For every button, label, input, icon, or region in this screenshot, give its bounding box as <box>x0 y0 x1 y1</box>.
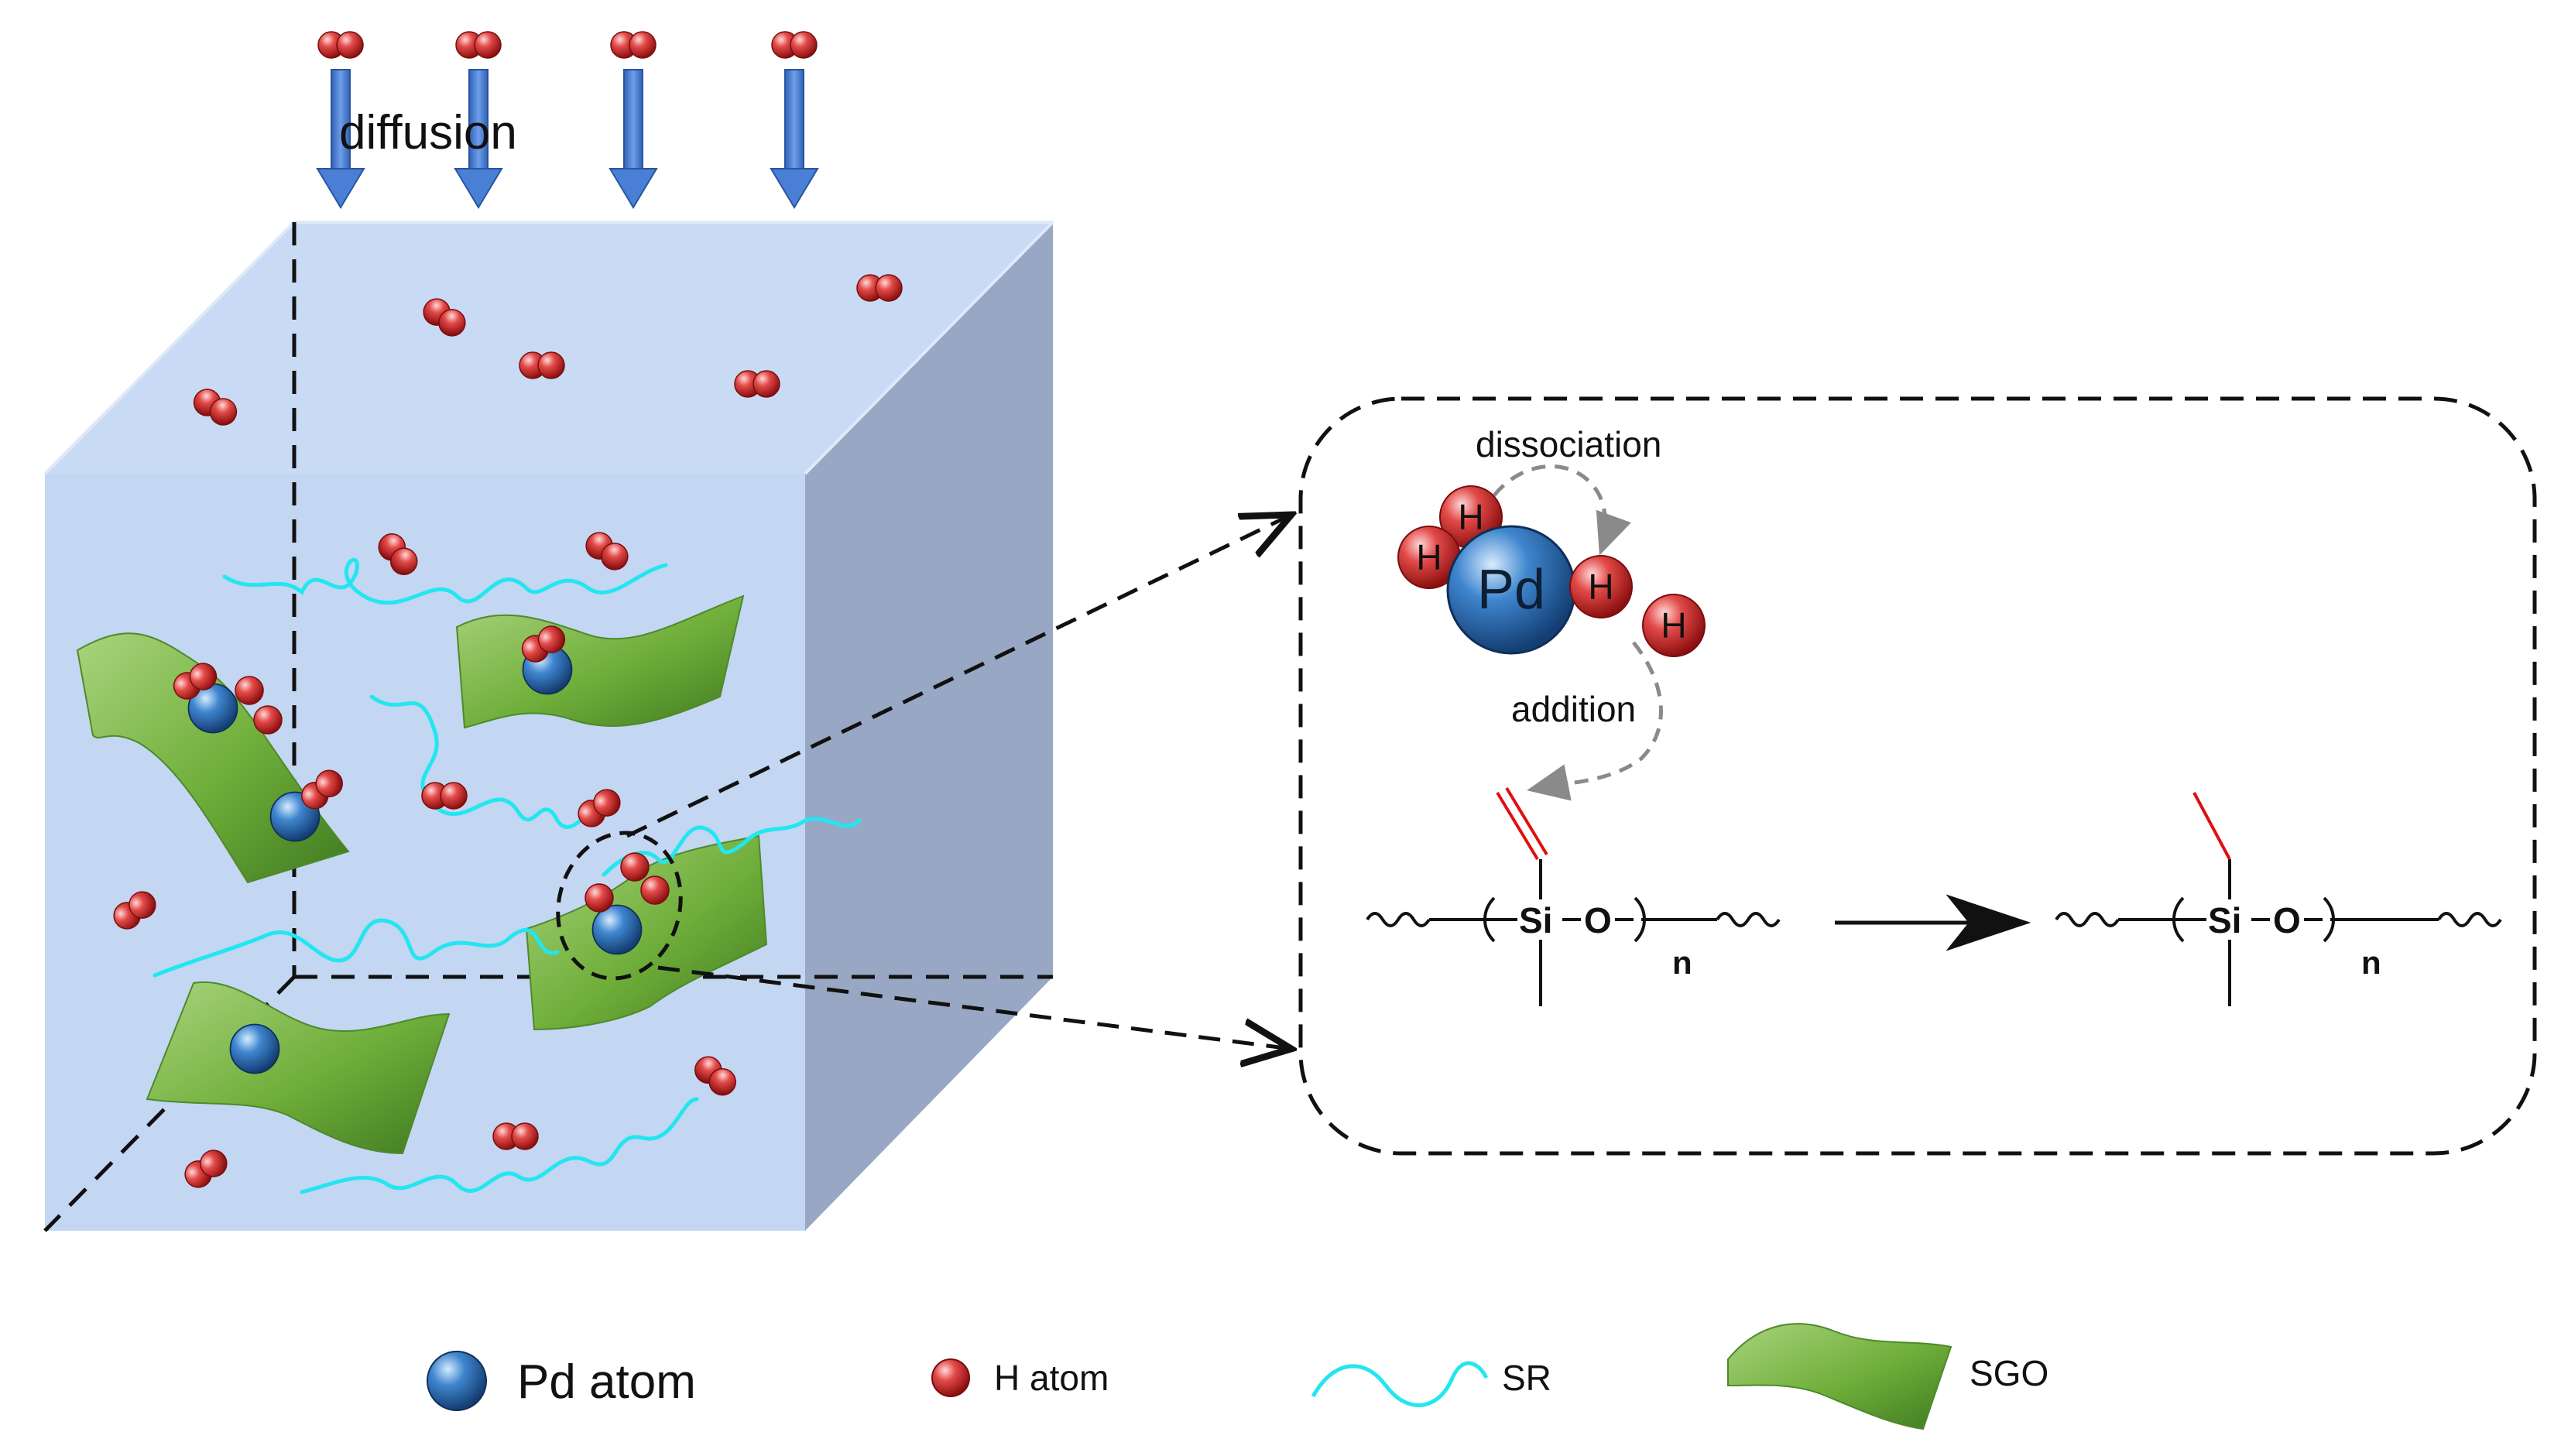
legend-label: SGO <box>1970 1353 2048 1393</box>
legend-item-sgo: SGO <box>1727 1323 2048 1430</box>
o-label: O <box>2273 900 2301 940</box>
n-label: n <box>1672 944 1692 981</box>
leader-line-bottom <box>657 965 1291 1049</box>
zoom-callout <box>556 515 1291 1049</box>
sr-chain <box>300 1097 699 1194</box>
cube-top-face <box>45 222 1053 474</box>
diffusion-label: diffusion <box>339 106 517 159</box>
ethyl-bond <box>2192 792 2231 860</box>
sr-chain-icon <box>1311 1361 1489 1407</box>
pd-atom-icon <box>427 1351 487 1411</box>
o-label: O <box>1584 900 1612 940</box>
sr-chains <box>153 557 862 1194</box>
reaction-detail-box: H H Pd H H dissociation addition Si O n <box>1298 396 2537 1156</box>
si-label: Si <box>1519 900 1552 940</box>
sr-chain <box>153 918 560 978</box>
legend-label: SR <box>1502 1358 1551 1398</box>
sr-chain <box>222 557 668 605</box>
h-atom <box>1642 594 1706 657</box>
diffusion-arrow <box>609 31 658 209</box>
dissociation-arrow <box>1493 464 1631 556</box>
cube-front-edge <box>804 221 1054 475</box>
sgo-sheets <box>76 594 768 1155</box>
diffusion-arrows: diffusion <box>316 31 819 209</box>
vinyl-bond <box>1505 786 1548 856</box>
pd-atom <box>591 904 643 955</box>
addition-label: addition <box>1511 689 1636 729</box>
diffusion-arrow <box>770 31 819 209</box>
h-label: H <box>1661 605 1686 646</box>
addition-arrow <box>1527 641 1663 801</box>
legend-item-pd: Pd atom <box>427 1351 696 1411</box>
pd-hydrogen-cluster: H H Pd H H <box>1397 485 1706 657</box>
legend: Pd atom H atom SR SGO <box>427 1323 2048 1430</box>
hydrogenated-siloxane-structure: Si O n <box>2055 792 2502 1006</box>
sgo-sheet-icon <box>1727 1323 1952 1430</box>
chain-squiggle <box>1716 912 1781 927</box>
si-label: Si <box>2208 900 2241 940</box>
h-label: H <box>1416 537 1442 577</box>
h-atom-icon <box>931 1358 970 1397</box>
chain-squiggle <box>1366 912 1431 927</box>
legend-label: H atom <box>994 1358 1109 1398</box>
dissociation-label: dissociation <box>1476 424 1661 464</box>
legend-item-h: H atom <box>931 1358 1109 1398</box>
legend-item-sr: SR <box>1311 1358 1551 1407</box>
sgo-sheet <box>455 594 745 729</box>
chain-squiggle <box>2055 912 2120 927</box>
h-label: H <box>1458 497 1483 537</box>
vinyl-bond <box>1496 791 1539 861</box>
leader-line-top <box>626 515 1291 838</box>
legend-label: Pd atom <box>517 1355 696 1409</box>
chain-squiggle <box>2437 912 2502 927</box>
h-atom <box>1569 555 1633 618</box>
vinyl-siloxane-structure: Si O n <box>1366 786 1781 1006</box>
diffusion-arrow <box>454 31 503 209</box>
sr-chain <box>602 817 862 877</box>
diffusion-arrow <box>316 31 365 209</box>
sgo-sheet <box>146 981 451 1155</box>
zoom-ellipse <box>556 831 683 981</box>
h-label: H <box>1588 567 1613 607</box>
n-label: n <box>2361 944 2381 981</box>
pd-atom <box>229 1023 280 1074</box>
sr-chain <box>369 694 614 829</box>
pd-label: Pd <box>1477 559 1545 621</box>
